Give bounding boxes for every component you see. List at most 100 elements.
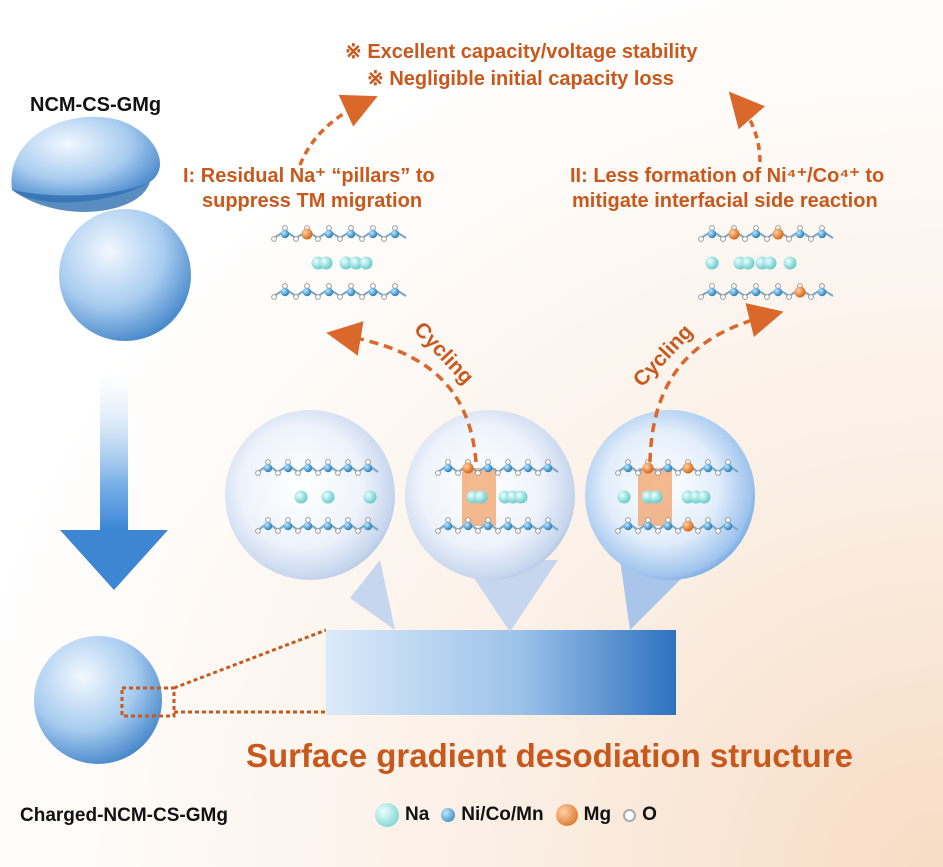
o-atom <box>381 294 387 300</box>
o-atom <box>709 225 715 231</box>
o-atom <box>345 517 351 523</box>
mg-atom <box>772 228 784 240</box>
o-atom <box>742 236 748 242</box>
tm-atom <box>751 229 761 239</box>
tm-atom <box>263 521 273 531</box>
o-atom <box>255 470 261 476</box>
o-atom <box>715 470 721 476</box>
na-atom <box>319 256 333 270</box>
tm-atom <box>368 287 378 297</box>
o-atom <box>359 236 365 242</box>
o-atom <box>335 470 341 476</box>
na-atom <box>783 256 797 270</box>
cycling-arrow-left <box>326 321 478 463</box>
o-atom <box>392 225 398 231</box>
legend-label-o: O <box>642 804 657 825</box>
o-atom <box>275 470 281 476</box>
tm-atom <box>463 521 473 531</box>
tm-atom <box>443 463 453 473</box>
tm-atom <box>324 287 334 297</box>
tm-atom <box>346 229 356 239</box>
tm-atom <box>363 521 373 531</box>
o-atom <box>305 517 311 523</box>
mg-atom <box>301 228 313 240</box>
o-atom <box>742 294 748 300</box>
o-atom <box>465 517 471 523</box>
cycling-label-right: Cycling <box>629 320 698 391</box>
na-atom-icon <box>375 803 399 827</box>
mechanism-2-line-1: II: Less formation of Ni⁴⁺/Co⁴⁺ to <box>570 165 885 187</box>
tm-atom <box>523 521 533 531</box>
o-atom <box>655 470 661 476</box>
o-atom <box>615 470 621 476</box>
tm-atom <box>390 287 400 297</box>
o-atom <box>720 294 726 300</box>
o-atom <box>775 283 781 289</box>
tm-atom <box>323 521 333 531</box>
o-atom <box>475 528 481 534</box>
o-atom <box>709 283 715 289</box>
tm-atom-icon <box>441 808 456 822</box>
na-atom <box>359 256 373 270</box>
o-atom <box>515 470 521 476</box>
o-atom <box>515 528 521 534</box>
o-atom <box>625 459 631 465</box>
na-atom <box>763 256 777 270</box>
o-atom <box>293 236 299 242</box>
o-atom <box>435 470 441 476</box>
o-atom <box>337 294 343 300</box>
o-atom <box>275 528 281 534</box>
o-atom <box>381 236 387 242</box>
mg-atom <box>682 462 694 474</box>
o-atom <box>315 470 321 476</box>
sphere-cap-icon <box>11 116 161 212</box>
tm-atom <box>751 287 761 297</box>
o-atom <box>495 470 501 476</box>
tm-atom <box>643 521 653 531</box>
o-atom <box>705 459 711 465</box>
legend-label-na: Na <box>405 804 430 825</box>
tm-atom <box>817 229 827 239</box>
o-atom <box>535 528 541 534</box>
o-atom <box>265 517 271 523</box>
tm-atom <box>663 463 673 473</box>
tm-atom <box>503 521 513 531</box>
o-atom <box>731 283 737 289</box>
tm-atom <box>623 521 633 531</box>
o-atom <box>725 459 731 465</box>
tm-atom <box>483 463 493 473</box>
o-atom <box>495 528 501 534</box>
o-atom <box>698 236 704 242</box>
o-atom <box>535 470 541 476</box>
o-atom <box>325 459 331 465</box>
o-atom <box>665 517 671 523</box>
o-atom <box>255 528 261 534</box>
o-atom <box>348 283 354 289</box>
o-atom <box>445 459 451 465</box>
o-atom <box>304 283 310 289</box>
o-atom <box>345 459 351 465</box>
o-atom <box>505 459 511 465</box>
mg-atom <box>462 462 474 474</box>
o-atom <box>271 236 277 242</box>
tm-atom <box>703 463 713 473</box>
mechanism-2-line-2: mitigate interfacial side reaction <box>572 190 878 212</box>
tm-atom <box>795 229 805 239</box>
tm-atom <box>280 287 290 297</box>
o-atom <box>715 528 721 534</box>
tm-atom <box>723 521 733 531</box>
o-atom <box>337 236 343 242</box>
o-atom <box>525 517 531 523</box>
o-atom <box>326 225 332 231</box>
o-atom <box>485 517 491 523</box>
o-atom <box>271 294 277 300</box>
na-atom <box>349 256 363 270</box>
o-atom <box>695 528 701 534</box>
tm-atom <box>346 287 356 297</box>
mg-atom <box>728 228 740 240</box>
tm-atom <box>343 521 353 531</box>
na-atom <box>741 256 755 270</box>
tm-atom <box>443 521 453 531</box>
tm-atom <box>707 287 717 297</box>
tm-atom <box>283 521 293 531</box>
